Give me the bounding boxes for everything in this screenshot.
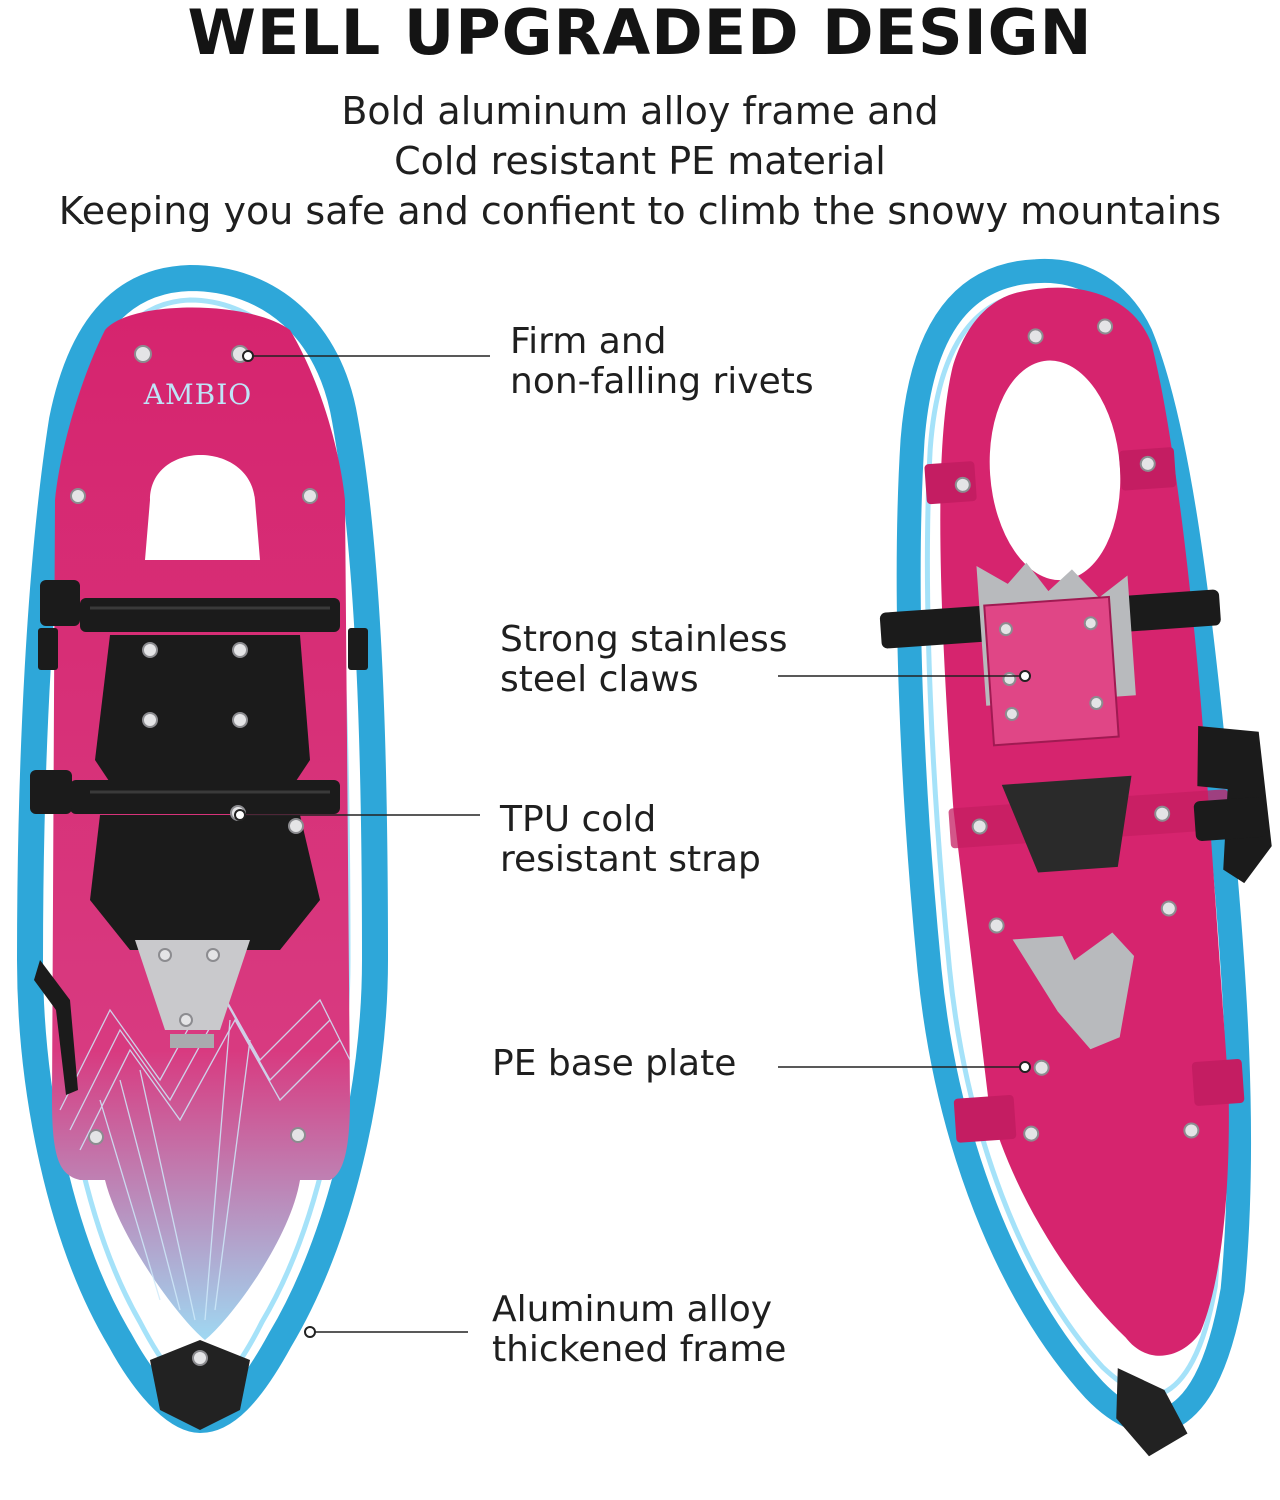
left-snowshoe: AMBIO (16, 264, 389, 1434)
callout-frame-line-1: Aluminum alloy (492, 1289, 773, 1330)
callout-leaders (234, 350, 1031, 1338)
subtitle-line-1: Bold aluminum alloy frame and (341, 89, 939, 133)
callout-strap-line-1: TPU cold (500, 799, 657, 840)
right-snowshoe (879, 258, 1272, 1457)
callout-claws-line-1: Strong stainless (500, 619, 788, 660)
callout-strap: TPU cold resistant strap (500, 800, 761, 880)
page-title: WELL UPGRADED DESIGN (187, 0, 1093, 69)
callout-frame: Aluminum alloy thickened frame (492, 1290, 786, 1370)
callout-base-plate: PE base plate (492, 1044, 736, 1084)
right-lower-claw (1012, 932, 1135, 1050)
left-brand-logo: AMBIO (143, 378, 252, 411)
callout-frame-line-2: thickened frame (492, 1329, 787, 1370)
callout-strap-line-2: resistant strap (500, 839, 761, 880)
callout-rivets-line-2: non-falling rivets (510, 361, 814, 402)
callout-base-plate-line-1: PE base plate (492, 1043, 737, 1084)
callout-rivets: Firm and non-falling rivets (510, 322, 814, 402)
callout-claws: Strong stainless steel claws (500, 620, 788, 700)
subtitle-line-3: Keeping you safe and confient to climb t… (58, 189, 1222, 233)
callout-claws-line-2: steel claws (500, 659, 699, 700)
subtitle-line-2: Cold resistant PE material (394, 139, 886, 183)
callout-rivets-line-1: Firm and (510, 321, 667, 362)
